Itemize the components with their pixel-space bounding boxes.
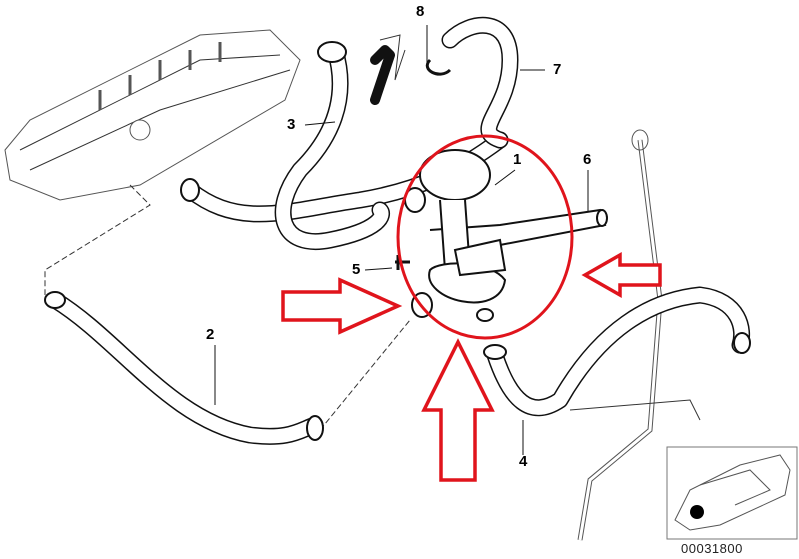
diagram-reference-number: 00031800	[681, 541, 743, 556]
valve-cover	[4, 29, 301, 201]
hose-4	[483, 286, 751, 417]
arrow-up-pointing	[421, 338, 495, 482]
hose-2	[44, 291, 324, 445]
callout-7: 7	[553, 61, 562, 78]
callout-8: 8	[416, 3, 425, 20]
arrow-right-pointing	[281, 277, 403, 335]
dipstick-tube	[569, 129, 701, 541]
crankcase-vent-valve	[395, 149, 608, 322]
callout-5: 5	[352, 261, 361, 278]
callout-1: 1	[513, 151, 522, 168]
highlight-circle	[396, 134, 574, 340]
callout-3: 3	[287, 116, 296, 133]
callout-6: 6	[583, 151, 592, 168]
callout-2: 2	[206, 326, 215, 343]
arrow-left-pointing	[581, 251, 662, 299]
hose-7	[426, 16, 519, 149]
vehicle-locator-inset	[666, 446, 798, 540]
callout-4: 4	[519, 453, 528, 470]
